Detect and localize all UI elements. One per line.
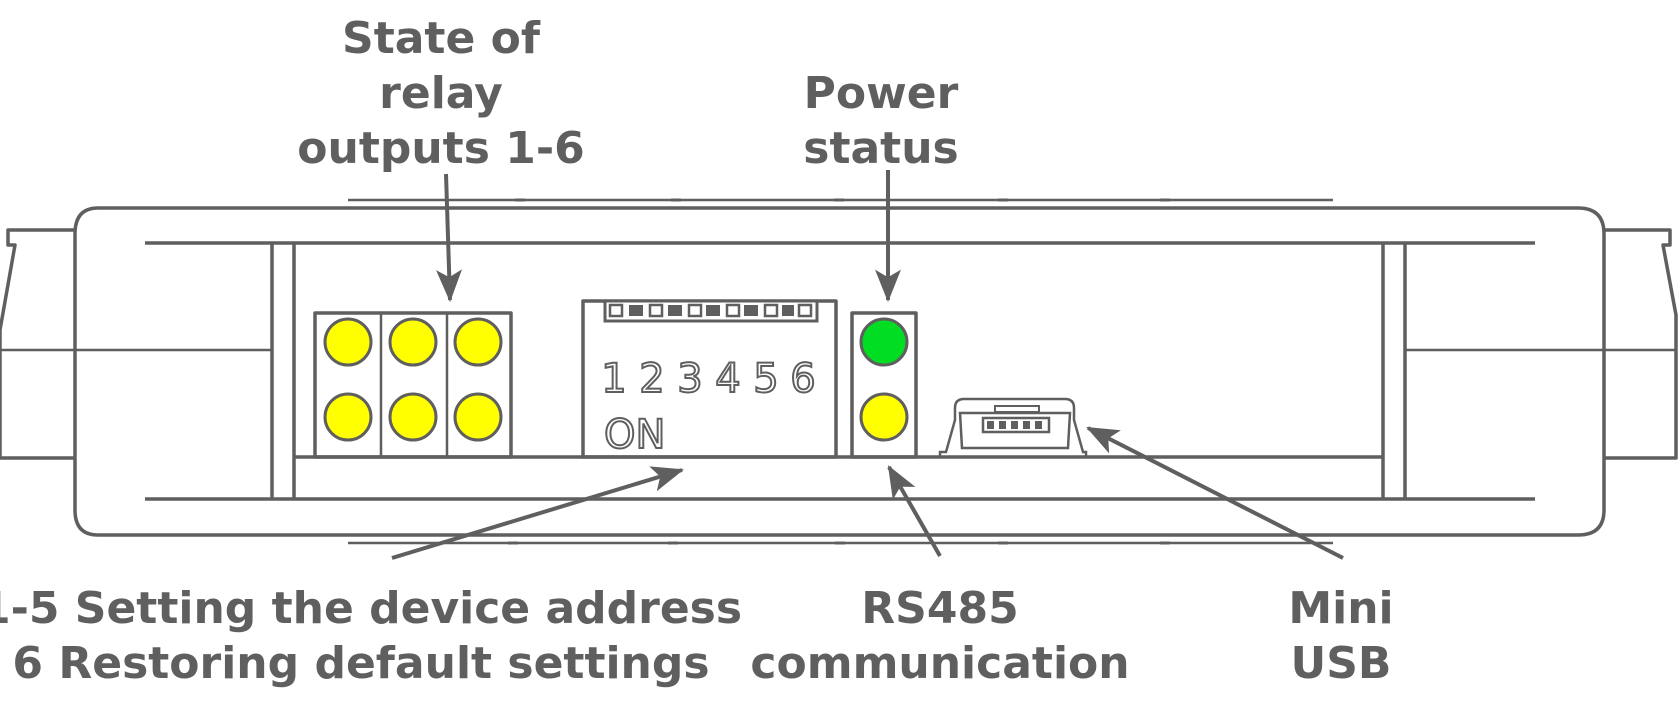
label-usb-line-2: USB [1291,638,1392,689]
status-led-block [850,311,918,459]
dip-toggle-2[interactable] [648,303,664,318]
label-dip: 1-5 Setting the device address 6 Restori… [0,583,742,689]
relay-led-3 [453,317,503,367]
rs485-arrow [887,465,942,557]
label-rs485-line-2: communication [750,638,1129,689]
left-clip [0,228,75,460]
relay-led-4 [323,392,373,442]
dip-number-3: 3 [677,356,702,402]
device-housing [0,198,1678,545]
dip-number-6: 6 [790,356,815,402]
label-usb-line-1: Mini [1288,583,1393,634]
right-clip [1603,228,1678,460]
relay-led-6 [453,392,503,442]
relay-led-block [313,311,513,459]
label-power: Power status [803,68,958,174]
dip-arrow [391,466,685,560]
relay-led-5 [388,392,438,442]
dip-number-4: 4 [715,356,740,402]
dip-switch: 1 2 3 4 5 6 ON [581,299,838,459]
dip-toggle-6[interactable] [797,303,813,318]
dip-toggle-4[interactable] [725,303,741,318]
label-power-line-1: Power [804,68,959,119]
label-relay-line-3: outputs 1-6 [297,123,584,174]
dip-on-label: ON [604,412,665,458]
relay-led-2 [388,317,438,367]
relay-arrow [436,173,463,303]
label-rs485-line-1: RS485 [861,583,1018,634]
power-led [859,317,909,367]
dip-number-1: 1 [601,356,626,402]
relay-led-1 [323,317,373,367]
dip-switch-strip [603,299,819,323]
label-relay: State of relay outputs 1-6 [297,13,584,174]
dip-toggle-5[interactable] [763,303,779,318]
ridge-ticks [508,198,1170,545]
rs485-led [859,392,909,442]
label-relay-line-1: State of [342,13,541,64]
dip-toggle-3[interactable] [687,303,703,318]
mini-usb-port [938,397,1088,459]
label-relay-line-2: relay [379,68,503,119]
label-rs485: RS485 communication [750,583,1129,689]
dip-number-5: 5 [753,356,778,402]
status-led-frame [850,311,918,459]
main-body [73,206,1606,537]
relay-led-frame [313,311,513,459]
callout-arrows [391,170,1344,560]
label-power-line-2: status [803,123,958,174]
usb-arrow [1086,426,1344,560]
label-dip-line-2: 6 Restoring default settings [12,638,709,689]
dip-number-2: 2 [639,356,664,402]
dip-toggle-1[interactable] [608,303,624,318]
label-usb: Mini USB [1288,583,1393,689]
label-dip-line-1: 1-5 Setting the device address [0,583,742,634]
